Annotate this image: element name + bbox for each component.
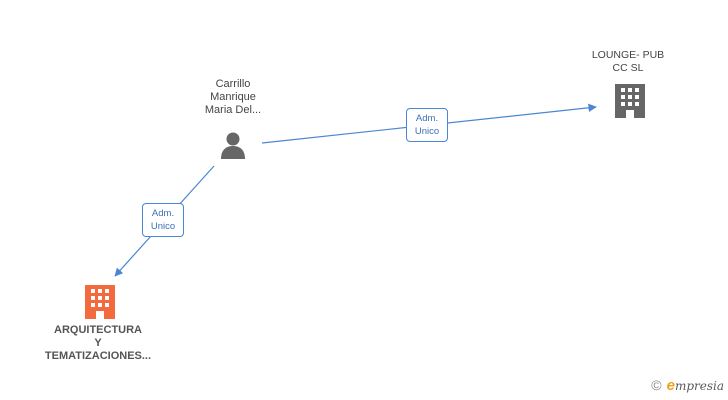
arquitectura-label-line: ARQUITECTURA [54, 324, 142, 336]
copyright-notice[interactable]: ©empresia [651, 377, 724, 394]
brand-logo-letter: e [666, 377, 675, 394]
copyright-symbol: © [651, 377, 662, 393]
brand-logo-text: mpresia [674, 379, 724, 393]
person-label-line: Manrique [210, 91, 256, 103]
lounge-label-line: LOUNGE- PUB [591, 49, 665, 61]
lounge-node-label[interactable]: LOUNGE- PUB CC SL [578, 49, 678, 75]
person-label-line: Carrillo [215, 78, 251, 90]
edge-label-line: Unico [414, 126, 440, 137]
edge-label-line: Adm. [415, 113, 439, 124]
edge-label-line: Adm. [151, 208, 175, 219]
edge-label-lounge[interactable]: Adm. Unico [406, 108, 448, 142]
building-icon-highlight[interactable] [85, 285, 115, 319]
building-icon[interactable] [615, 84, 645, 118]
person-label-line: Maria Del... [204, 104, 262, 116]
edge-label-arquitectura[interactable]: Adm. Unico [142, 203, 184, 237]
arquitectura-label-line: Y [94, 337, 102, 349]
edge-label-line: Unico [150, 221, 176, 232]
person-icon[interactable] [221, 132, 245, 160]
arquitectura-node-label[interactable]: ARQUITECTURA Y TEMATIZACIONES... [38, 324, 158, 363]
lounge-label-line: CC SL [612, 62, 644, 74]
person-node-label[interactable]: Carrillo Manrique Maria Del... [183, 78, 283, 117]
arquitectura-label-line: TEMATIZACIONES... [44, 350, 152, 362]
